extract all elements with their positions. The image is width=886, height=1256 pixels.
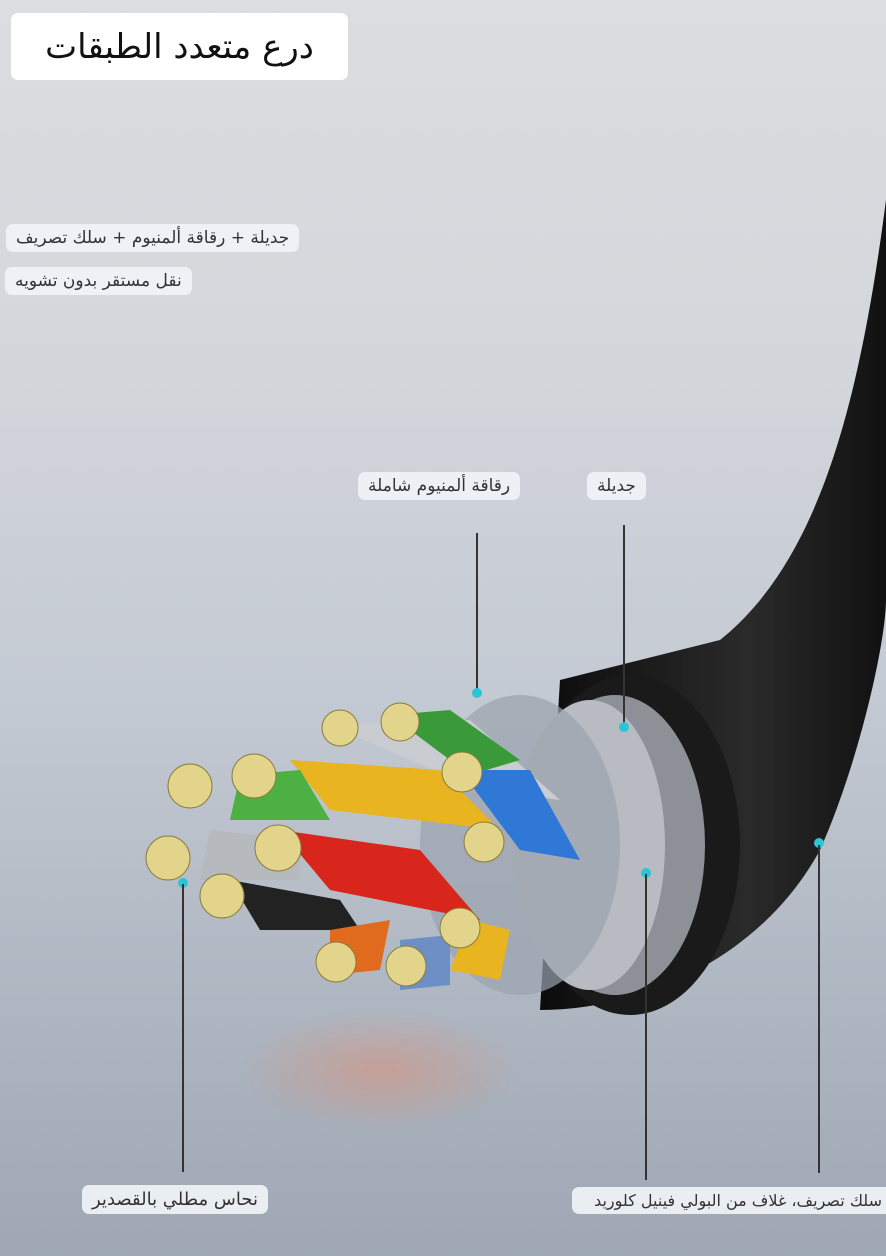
page-title: درع متعدد الطبقات — [11, 13, 348, 80]
copper-strands — [145, 702, 505, 987]
callout-line-jacket — [818, 845, 820, 1173]
callout-drain-pvc-text: سلك تصريف، غلاف من البولي فينيل كلوريد — [594, 1191, 882, 1210]
callout-line-foil — [476, 533, 478, 693]
callout-dot-foil — [472, 688, 482, 698]
callout-line-drain — [645, 874, 647, 1180]
callout-dot-jacket — [814, 838, 824, 848]
feature-label-shielding: جديلة + رقاقة ألمنيوم + سلك تصريف — [6, 224, 300, 252]
callout-line-copper — [182, 884, 184, 1172]
callout-dot-braid — [619, 722, 629, 732]
callout-line-braid — [623, 525, 625, 725]
callout-braid: جديلة — [587, 472, 646, 500]
callout-dot-drain — [641, 868, 651, 878]
callout-tinned-copper: نحاس مطلي بالقصدير — [82, 1185, 268, 1214]
callout-dot-copper — [178, 878, 188, 888]
feature-label-transmission: نقل مستقر بدون تشويه — [5, 267, 192, 295]
callout-aluminum-foil: رقاقة ألمنيوم شاملة — [358, 472, 521, 500]
callout-drain-pvc: سلك تصريف، غلاف من البولي فينيل كلوريد — [572, 1187, 886, 1214]
